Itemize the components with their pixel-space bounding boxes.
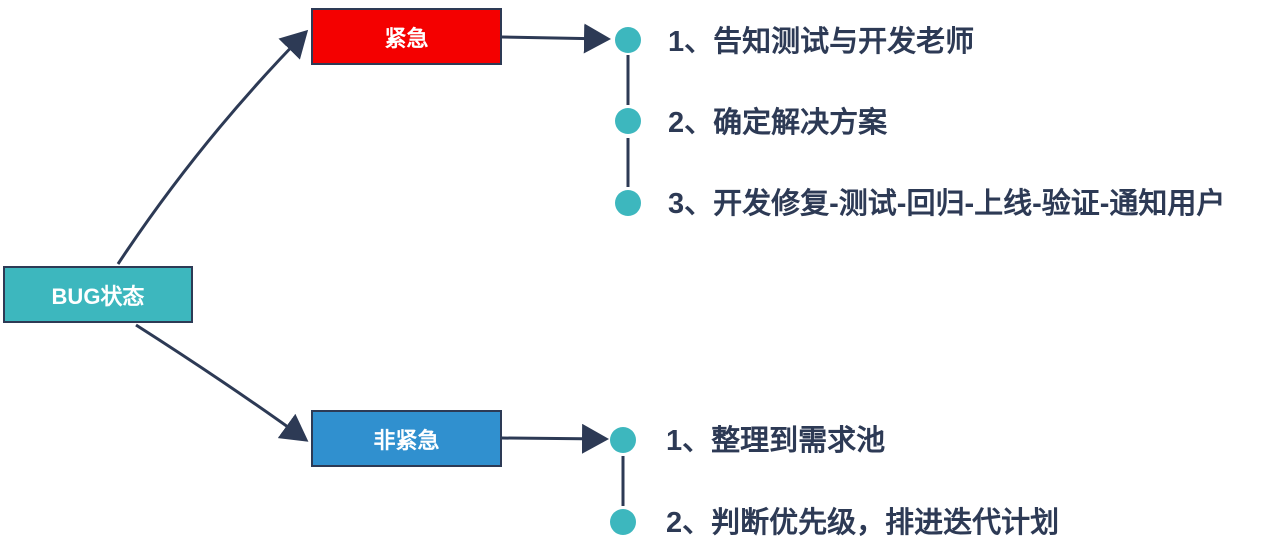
non-urgent-step-text: 2、判断优先级，排进迭代计划 [666, 507, 1060, 539]
urgent-step-text: 3、开发修复-测试-回归-上线-验证-通知用户 [668, 188, 1226, 220]
urgent-step-text: 2、确定解决方案 [668, 107, 888, 139]
urgent-node: 紧急 [311, 8, 502, 65]
bug-status-node: BUG状态 [3, 266, 193, 323]
non-urgent-node: 非紧急 [311, 410, 502, 467]
urgent-step-dot [615, 190, 641, 216]
urgent-step-dot [615, 108, 641, 134]
nonurgent-step-dot [610, 509, 636, 535]
nonurgent-to-steps-arrow [501, 423, 609, 454]
root-to-urgent-arrow [116, 29, 309, 265]
bug-status-label: BUG状态 [51, 283, 145, 309]
urgent-to-steps-arrow [501, 23, 611, 54]
non-urgent-step-text: 1、整理到需求池 [666, 425, 886, 457]
nonurgent-step-dot [610, 427, 636, 453]
urgent-label: 紧急 [384, 25, 429, 51]
urgent-step-text: 1、告知测试与开发老师 [668, 26, 975, 58]
urgent-step-dot [615, 27, 641, 53]
root-to-nonurgent-arrow [135, 323, 309, 442]
non-urgent-label: 非紧急 [373, 427, 440, 453]
